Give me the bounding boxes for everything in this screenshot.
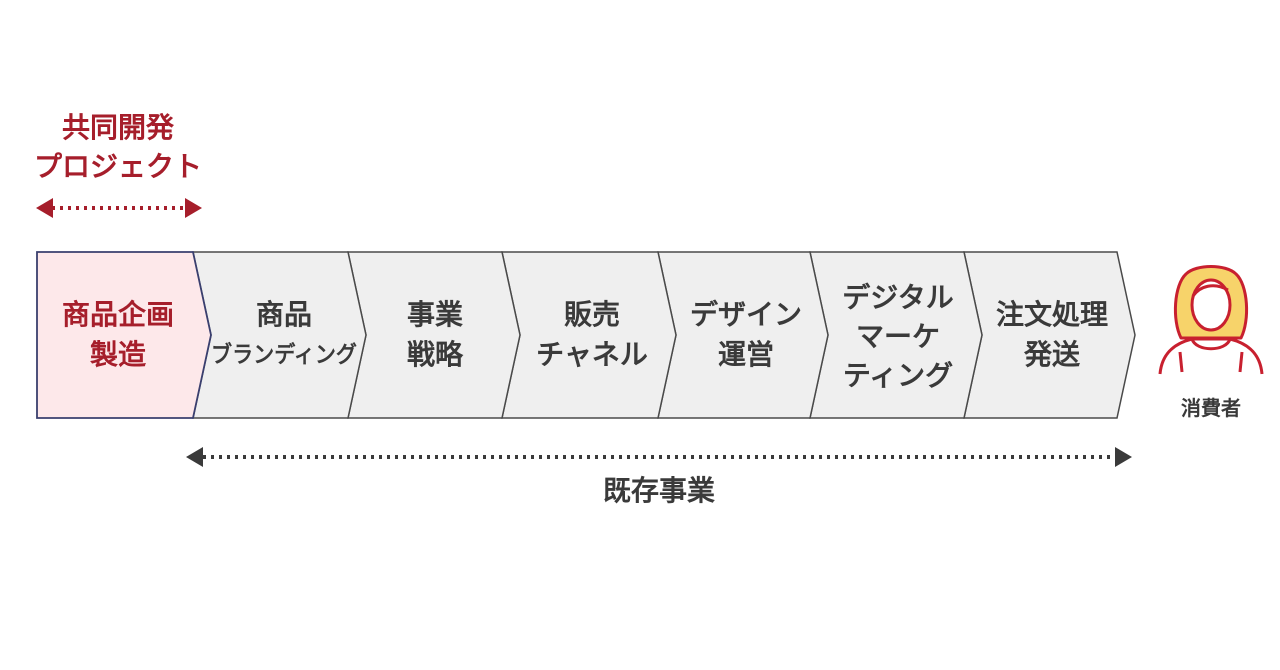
existing-business-arrow xyxy=(186,447,1132,467)
step-label: 商品企画 xyxy=(62,298,174,331)
step-shape xyxy=(501,251,677,419)
consumer-bangs xyxy=(1191,284,1229,297)
consumer-arm-left xyxy=(1178,351,1184,373)
step-label: 注文処理 xyxy=(996,298,1108,331)
joint-project-arrow xyxy=(36,198,202,218)
step-label: 製造 xyxy=(90,338,146,371)
step-label: 商品 xyxy=(256,298,312,331)
step-label: 発送 xyxy=(1023,338,1080,371)
step-shape xyxy=(36,251,212,419)
consumer-label: 消費者 xyxy=(1181,396,1241,420)
step-0-highlighted: 商品企画 製造 xyxy=(36,251,212,419)
step-2: 事業 戦略 xyxy=(347,251,521,419)
step-label: マーケ xyxy=(856,320,940,353)
step-label: デジタル xyxy=(842,281,953,314)
consumer-collar xyxy=(1190,338,1232,351)
step-label: デザイン xyxy=(690,298,802,331)
step-shape xyxy=(347,251,521,419)
joint-project-title-line2: プロジェクト xyxy=(34,150,202,183)
step-4: デザイン 運営 xyxy=(657,251,829,419)
step-6: 注文処理 発送 xyxy=(963,251,1136,419)
step-label: チャネル xyxy=(536,338,648,371)
step-shape xyxy=(657,251,829,419)
step-shape xyxy=(192,251,367,419)
step-5: デジタル マーケ ティング xyxy=(809,251,983,419)
step-label: 戦略 xyxy=(407,338,464,371)
joint-project-arrowhead-left xyxy=(36,198,53,218)
consumer-icon xyxy=(1158,265,1264,375)
step-label: ティング xyxy=(843,359,953,392)
step-label: ブランディング xyxy=(211,341,357,368)
consumer-body xyxy=(1158,337,1264,375)
existing-business-label: 既存事業 xyxy=(603,474,715,507)
existing-business-arrowhead-left xyxy=(186,447,203,467)
step-1: 商品 ブランディング xyxy=(192,251,367,419)
joint-project-title-line1: 共同開発 xyxy=(62,111,175,144)
step-3: 販売 チャネル xyxy=(501,251,677,419)
consumer-arm-right xyxy=(1238,351,1244,373)
consumer-face xyxy=(1190,278,1232,332)
joint-project-arrowhead-right xyxy=(185,198,202,218)
step-label: 事業 xyxy=(407,298,463,331)
step-label: 販売 xyxy=(564,298,620,331)
step-label: 運営 xyxy=(718,338,774,371)
step-shape xyxy=(963,251,1136,419)
existing-business-arrowhead-right xyxy=(1115,447,1132,467)
